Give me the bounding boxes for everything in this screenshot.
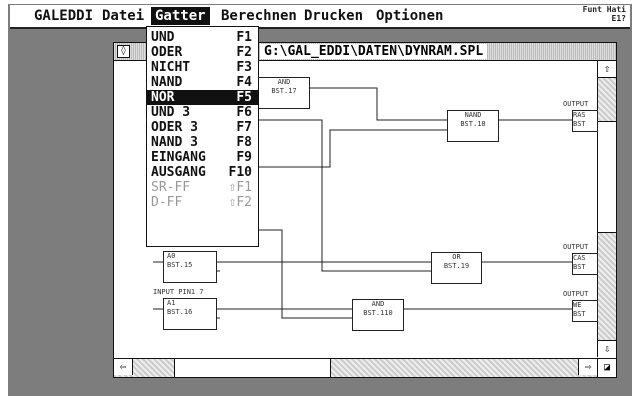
item-label: EINGANG [151,150,206,165]
gate-type: OR [452,253,461,261]
item-shortcut: ⇧F1 [228,180,252,195]
item-shortcut: F4 [236,75,252,90]
menu-item-ausgang[interactable]: AUSGANG F10 [147,165,258,180]
item-label: NOR [151,90,175,105]
menu-galeddi[interactable]: GALEDDI [34,8,94,24]
gate-id: BST.15 [167,261,193,269]
menu-item-und3[interactable]: UND 3 F6 [147,105,258,120]
scroll-left-icon[interactable]: ⇦ [114,359,133,375]
resize-box-icon[interactable]: ◪ [597,358,616,377]
item-label: NAND 3 [151,135,198,150]
output-label: OUTPUT [563,100,589,108]
menu-item-und[interactable]: UND F1 [147,30,258,45]
item-label: D-FF [151,195,183,210]
item-label: ODER [151,45,183,60]
gate-id: BST.16 [167,308,193,316]
item-shortcut: F3 [236,60,252,75]
menu-item-nicht[interactable]: NICHT F3 [147,60,258,75]
item-shortcut: F8 [236,135,252,150]
gate-id: BST [573,310,586,318]
menu-item-eingang[interactable]: EINGANG F9 [147,150,258,165]
gate-type: CAS [573,254,586,262]
menu-item-oder[interactable]: ODER F2 [147,45,258,60]
item-shortcut: ⇧F2 [228,195,252,210]
item-shortcut: F6 [236,105,252,120]
gate-type: RAS [573,111,586,119]
item-label: UND [151,30,175,45]
item-shortcut: F9 [236,150,252,165]
window-title: G:\GAL_EDDI\DATEN\DYNRAM.SPL [260,44,488,59]
scroll-down-icon[interactable]: ⇩ [598,340,616,357]
menu-optionen[interactable]: Optionen [376,8,444,24]
output-label: OUTPUT [563,290,589,298]
item-shortcut: F7 [236,120,252,135]
gate-id: BST [573,263,586,271]
menu-item-sr-ff: SR-FF ⇧F1 [147,180,258,195]
gate-id: BST.17 [271,87,297,95]
menu-bar: GALEDDI Datei Gatter Berechnen Drucken O… [10,5,630,29]
menu-gatter[interactable]: Gatter [151,7,210,25]
horizontal-scrollbar[interactable]: ⇦ ⇨ [114,358,597,377]
gate-type: A0 [167,252,176,260]
menu-item-oder3[interactable]: ODER 3 F7 [147,120,258,135]
gate-type: AND [371,300,385,308]
gate-id: BST [573,120,586,128]
gate-id: BST.18 [460,120,486,128]
item-label: AUSGANG [151,165,206,180]
gate-type: WE [573,301,582,309]
gatter-dropdown-menu: UND F1 ODER F2 NICHT F3 NAND F4 NOR F5 UND 3 F… [146,26,259,247]
gate-id: BST.110 [363,309,393,317]
item-label: UND 3 [151,105,191,120]
item-label: SR-FF [151,180,191,195]
menu-drucken[interactable]: Drucken [304,8,364,24]
vertical-scrollbar[interactable]: ⇧ ⇩ [597,61,616,357]
menu-datei[interactable]: Datei [102,8,145,24]
vertical-scroll-thumb[interactable] [598,121,616,233]
menu-item-nand[interactable]: NAND F4 [147,75,258,90]
item-label: NAND [151,75,183,90]
scroll-right-icon[interactable]: ⇨ [578,359,597,375]
item-shortcut: F1 [236,30,252,45]
close-box-icon[interactable]: ◊ [117,45,130,58]
corner-text-top: Funt Hati [582,5,626,14]
item-label: NICHT [151,60,191,75]
menu-item-d-ff: D-FF ⇧F2 [147,195,258,210]
menu-item-nand3[interactable]: NAND 3 F8 [147,135,258,150]
item-shortcut: F2 [236,45,252,60]
gate-type: AND [277,78,291,86]
horizontal-scroll-thumb[interactable] [174,359,331,377]
corner-text-bottom: E1? [611,14,626,23]
item-label: ODER 3 [151,120,198,135]
output-label: OUTPUT [563,243,589,251]
gate-id: BST.19 [443,262,470,270]
gate-type: A1 [167,299,176,307]
menu-berechnen[interactable]: Berechnen [221,8,297,24]
item-shortcut: F10 [228,165,252,180]
item-shortcut: F5 [236,90,252,105]
gate-type: NAND [464,111,482,119]
menu-item-nor[interactable]: NOR F5 [147,90,258,105]
scroll-up-icon[interactable]: ⇧ [598,61,616,78]
input-pin-label: INPUT PIN1 7 [153,288,204,296]
